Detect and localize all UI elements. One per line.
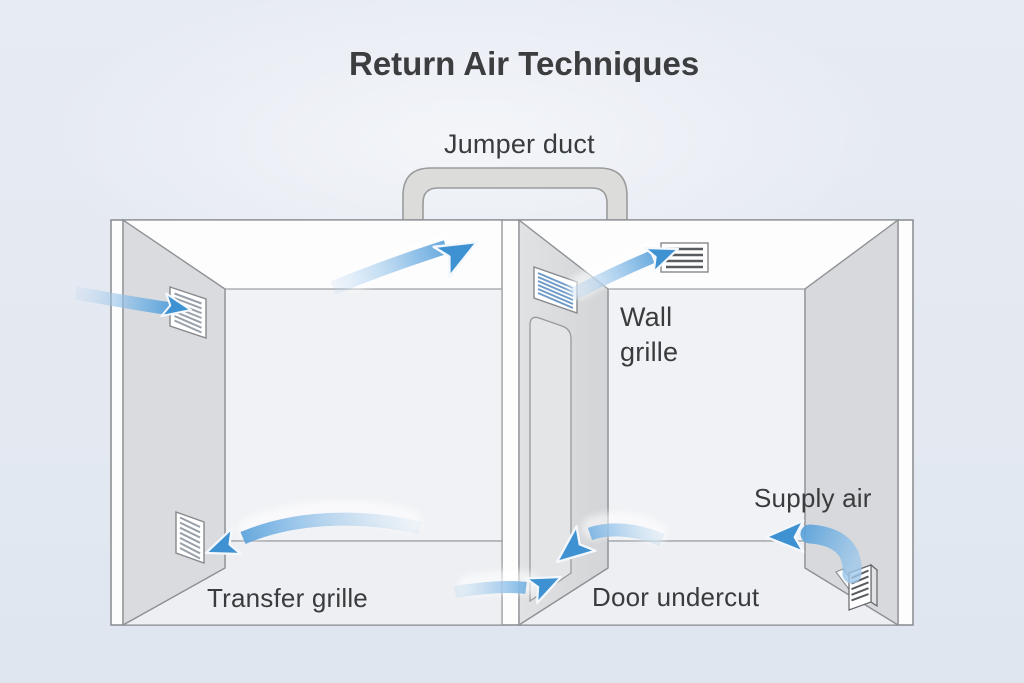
arrow-inlet-to-wall-grille <box>74 286 193 318</box>
right-room <box>516 218 901 627</box>
page-title: Return Air Techniques <box>349 45 700 82</box>
label-supply-air: Supply air <box>754 483 872 513</box>
arrow-to-door-undercut <box>555 523 665 564</box>
label-jumper-duct: Jumper duct <box>444 129 595 159</box>
arrow-into-high-wall-grille <box>568 246 680 301</box>
transfer-grille-louvers <box>179 516 201 560</box>
label-transfer-grille: Transfer grille <box>207 583 368 613</box>
label-wall-grille: Wall grille <box>620 302 679 367</box>
arrow-into-transfer-grille <box>204 512 422 556</box>
left-room <box>120 218 503 627</box>
left-room-back-wall <box>224 288 503 542</box>
door <box>529 316 572 603</box>
above-door-grille <box>533 266 578 314</box>
above-door-grille-louvers <box>537 272 574 309</box>
arrow-to-jumper-duct <box>330 240 479 295</box>
right-room-right-wall <box>804 218 899 627</box>
airflow-arrows <box>74 240 862 605</box>
arrow-under-door <box>454 575 563 605</box>
left-room-side-wall <box>122 218 226 627</box>
label-door-undercut: Door undercut <box>592 582 760 612</box>
right-room-back-wall <box>607 288 806 542</box>
arrow-supply-air <box>764 519 862 584</box>
transfer-grille <box>175 511 205 564</box>
